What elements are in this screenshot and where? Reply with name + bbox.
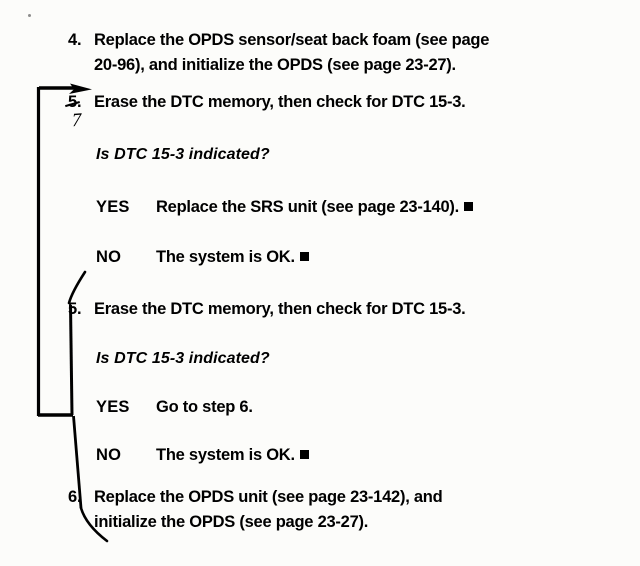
step-number: 4. <box>68 31 82 49</box>
branch-text-yes: Replace the SRS unit (see page 23-140). <box>156 198 459 216</box>
branch-no-1: NO The system is OK. <box>96 246 309 268</box>
step-number: 5. <box>68 90 82 115</box>
struck-out-step-number: 5. 7 <box>68 90 94 131</box>
question-text-2: Is DTC 15-3 indicated? <box>96 350 270 367</box>
end-terminator-icon <box>299 450 309 459</box>
branch-yes-2: YES Go to step 6. <box>96 396 253 418</box>
end-terminator-icon <box>463 202 473 211</box>
step-number: 6. <box>68 488 82 506</box>
question-text-1: Is DTC 15-3 indicated? <box>96 146 270 163</box>
branch-yes-1: YES Replace the SRS unit (see page 23-14… <box>96 196 473 218</box>
branch-label-yes: YES <box>96 198 130 216</box>
step-number: 5. <box>68 300 82 318</box>
handwritten-step-number: 7 <box>71 109 82 132</box>
step-item-6: 6. Replace the OPDS unit (see page 23-14… <box>68 485 628 535</box>
step-text: Erase the DTC memory, then check for DTC… <box>94 300 466 318</box>
end-terminator-icon <box>299 252 309 261</box>
branch-label-no: NO <box>96 248 122 266</box>
branch-text-no: The system is OK. <box>156 446 295 464</box>
branch-label-no: NO <box>96 446 122 464</box>
step-text: Replace the OPDS sensor/seat back foam (… <box>94 31 490 74</box>
step-item-5-corrected: 5. 7 Erase the DTC memory, then check fo… <box>68 90 628 131</box>
branch-text-yes: Go to step 6. <box>156 398 253 416</box>
branch-text-no: The system is OK. <box>156 248 295 266</box>
branch-label-yes: YES <box>96 398 130 416</box>
branch-no-2: NO The system is OK. <box>96 444 309 466</box>
step-item-5: 5. Erase the DTC memory, then check for … <box>68 297 628 322</box>
step-text: Erase the DTC memory, then check for DTC… <box>94 93 466 111</box>
step-item-4: 4. Replace the OPDS sensor/seat back foa… <box>68 28 628 78</box>
step-text: Replace the OPDS unit (see page 23-142),… <box>94 488 443 531</box>
scan-speck <box>28 14 31 17</box>
